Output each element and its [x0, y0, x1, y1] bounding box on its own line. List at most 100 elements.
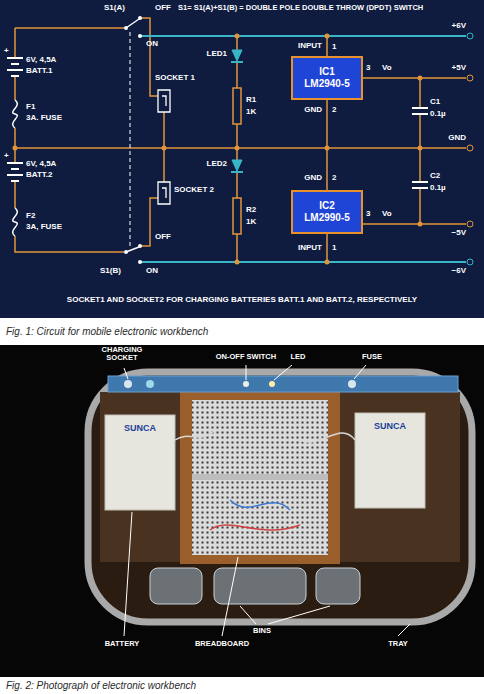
- leader-lines: [124, 365, 410, 636]
- pin-number: 2: [332, 106, 336, 115]
- capacitor-symbol: [412, 108, 428, 188]
- battery-rating: 6V, 4,5A: [26, 56, 56, 65]
- callout-label: BINS: [253, 627, 271, 635]
- battery: [105, 415, 175, 510]
- bin: [214, 568, 306, 604]
- callout-label: ON-OFF SWITCH: [216, 353, 276, 361]
- resistor-name: R2: [246, 206, 256, 215]
- switch-label: S1(B): [100, 267, 121, 276]
- junction: [418, 146, 423, 151]
- terminal: [467, 145, 473, 151]
- fuse-symbol: [13, 208, 18, 236]
- switch-position: ON: [146, 40, 158, 49]
- brand-label: SUNCA: [374, 422, 406, 432]
- wire: [419, 78, 421, 224]
- wire: [140, 148, 164, 246]
- on-off-switch: [243, 381, 249, 387]
- ic-part-number: LM2990-5: [304, 212, 350, 224]
- wire: [175, 430, 215, 440]
- minus-rail: [140, 261, 466, 263]
- socket-name: SOCKET 1: [155, 74, 195, 83]
- callout-label: BREADBOARD: [195, 640, 249, 648]
- led-name: LED1: [207, 50, 227, 59]
- junction: [325, 34, 330, 39]
- led-name: LED2: [207, 160, 227, 169]
- led-symbol: [232, 50, 242, 61]
- battery-symbol: [7, 58, 23, 76]
- wires: [15, 18, 466, 262]
- switch-blade: [126, 19, 139, 28]
- photo-ground: [0, 345, 484, 677]
- pin-name: Vo: [382, 210, 392, 219]
- terminal: [138, 16, 142, 20]
- schematic-ground: [0, 0, 484, 318]
- terminal: [138, 244, 142, 248]
- switch-blade: [126, 247, 139, 252]
- terminal: [467, 75, 473, 81]
- ic-name: IC1: [319, 66, 335, 78]
- fuse-rating: 3A. FUSE: [26, 114, 62, 123]
- socket-symbol: [158, 90, 170, 112]
- pin-number: 1: [332, 244, 336, 253]
- junction: [162, 146, 167, 151]
- socket-symbol: [158, 182, 170, 204]
- plus-rail: [140, 35, 466, 37]
- wire: [300, 433, 355, 442]
- terminal: [138, 34, 142, 38]
- pin-number: 3: [366, 210, 370, 219]
- figure-caption: Fig. 1: Circuit for mobile electronic wo…: [6, 326, 208, 337]
- socket-symbol: [158, 90, 170, 204]
- pin-name: GND: [304, 174, 322, 183]
- switch-link: [130, 32, 131, 248]
- terminal: [467, 33, 473, 39]
- capacitor-name: C2: [430, 172, 440, 181]
- output-wire: [362, 78, 466, 224]
- switch-position: OFF: [155, 233, 171, 242]
- breadboard-holes: [192, 400, 328, 555]
- fuse-symbol: [13, 100, 18, 236]
- terminal: [124, 26, 128, 30]
- wire: [15, 28, 124, 252]
- capacitor-symbol: [412, 108, 428, 114]
- junctions: [13, 34, 423, 265]
- charging-socket: [146, 380, 154, 388]
- resistor-symbol: [233, 198, 241, 234]
- capacitor-value: 0.1µ: [430, 184, 446, 193]
- panel-controls: [124, 380, 356, 388]
- pin-name: GND: [304, 106, 322, 115]
- capacitor-value: 0.1µ: [430, 110, 446, 119]
- wood-panel: [180, 392, 340, 564]
- junction: [418, 222, 423, 227]
- switch-position: ON: [146, 267, 158, 276]
- wire: [230, 500, 290, 510]
- leader-line: [222, 557, 238, 636]
- callout-label: CHARGING SOCKET: [93, 346, 151, 363]
- terminal: [467, 259, 473, 265]
- wire: [15, 27, 124, 29]
- junction: [418, 76, 423, 81]
- leader-line: [124, 512, 132, 636]
- led-symbol: [231, 171, 243, 173]
- pin-name: INPUT: [298, 42, 322, 51]
- breadboard-gap: [192, 474, 328, 480]
- voltage-label: −5V: [452, 229, 466, 238]
- leader-line: [246, 365, 247, 380]
- charging-socket: [124, 380, 132, 388]
- brand-label: SUNCA: [124, 424, 156, 434]
- wire: [140, 18, 164, 148]
- bins: [150, 568, 360, 604]
- callout-label: FUSE: [362, 353, 382, 361]
- callout-label: BATTERY: [105, 640, 140, 648]
- polarity-sign: +: [4, 152, 9, 161]
- breadboard: [192, 400, 328, 555]
- wire: [210, 525, 300, 530]
- pin-name: INPUT: [298, 244, 322, 253]
- ic-part-number: LM2940-5: [304, 78, 350, 90]
- junction: [235, 146, 240, 151]
- voltage-label: −6V: [452, 267, 466, 276]
- terminal: [467, 221, 473, 227]
- rail-label: GND: [448, 134, 466, 143]
